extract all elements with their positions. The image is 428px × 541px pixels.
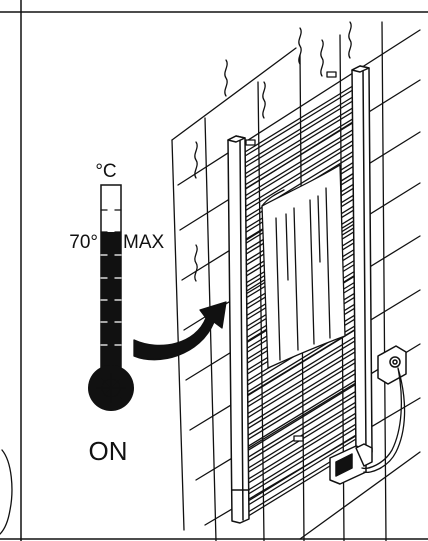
rail-bar — [244, 335, 357, 409]
rail-bar — [244, 116, 357, 190]
rail-bar — [244, 357, 357, 431]
rail-bar — [244, 83, 357, 157]
rail-bar — [244, 94, 357, 168]
rail-bar — [244, 423, 357, 497]
towel — [261, 164, 346, 369]
power-cable — [361, 367, 406, 474]
rail-bar — [244, 138, 357, 212]
heat-arrow — [133, 301, 227, 361]
thermometer: °C 70° MAX — [69, 161, 165, 411]
rail-bar — [244, 412, 357, 486]
towel-rail — [227, 65, 373, 524]
control-unit — [329, 443, 373, 485]
rail-bar — [244, 346, 357, 420]
rail-bar — [244, 127, 357, 201]
rail-bar — [244, 379, 357, 453]
right-upright — [351, 65, 373, 457]
max-label: MAX — [123, 232, 165, 253]
rail-bar — [244, 390, 357, 464]
rail-bar — [244, 434, 357, 508]
on-status-label: ON — [89, 436, 128, 466]
unit-label: °C — [95, 161, 116, 182]
left-upright — [227, 135, 250, 524]
heat-waves — [194, 21, 352, 282]
thermometer-tick-marks — [100, 209, 122, 346]
temperature-label: 70° — [69, 232, 98, 253]
wall-brackets — [245, 71, 337, 442]
thermometer-bulb-pattern — [95, 372, 127, 404]
rail-bar — [244, 368, 357, 442]
margin-circle-fragment — [0, 449, 13, 535]
rail-bar — [244, 105, 357, 179]
wall-socket — [377, 345, 407, 385]
thermometer-mercury-column — [101, 232, 121, 380]
